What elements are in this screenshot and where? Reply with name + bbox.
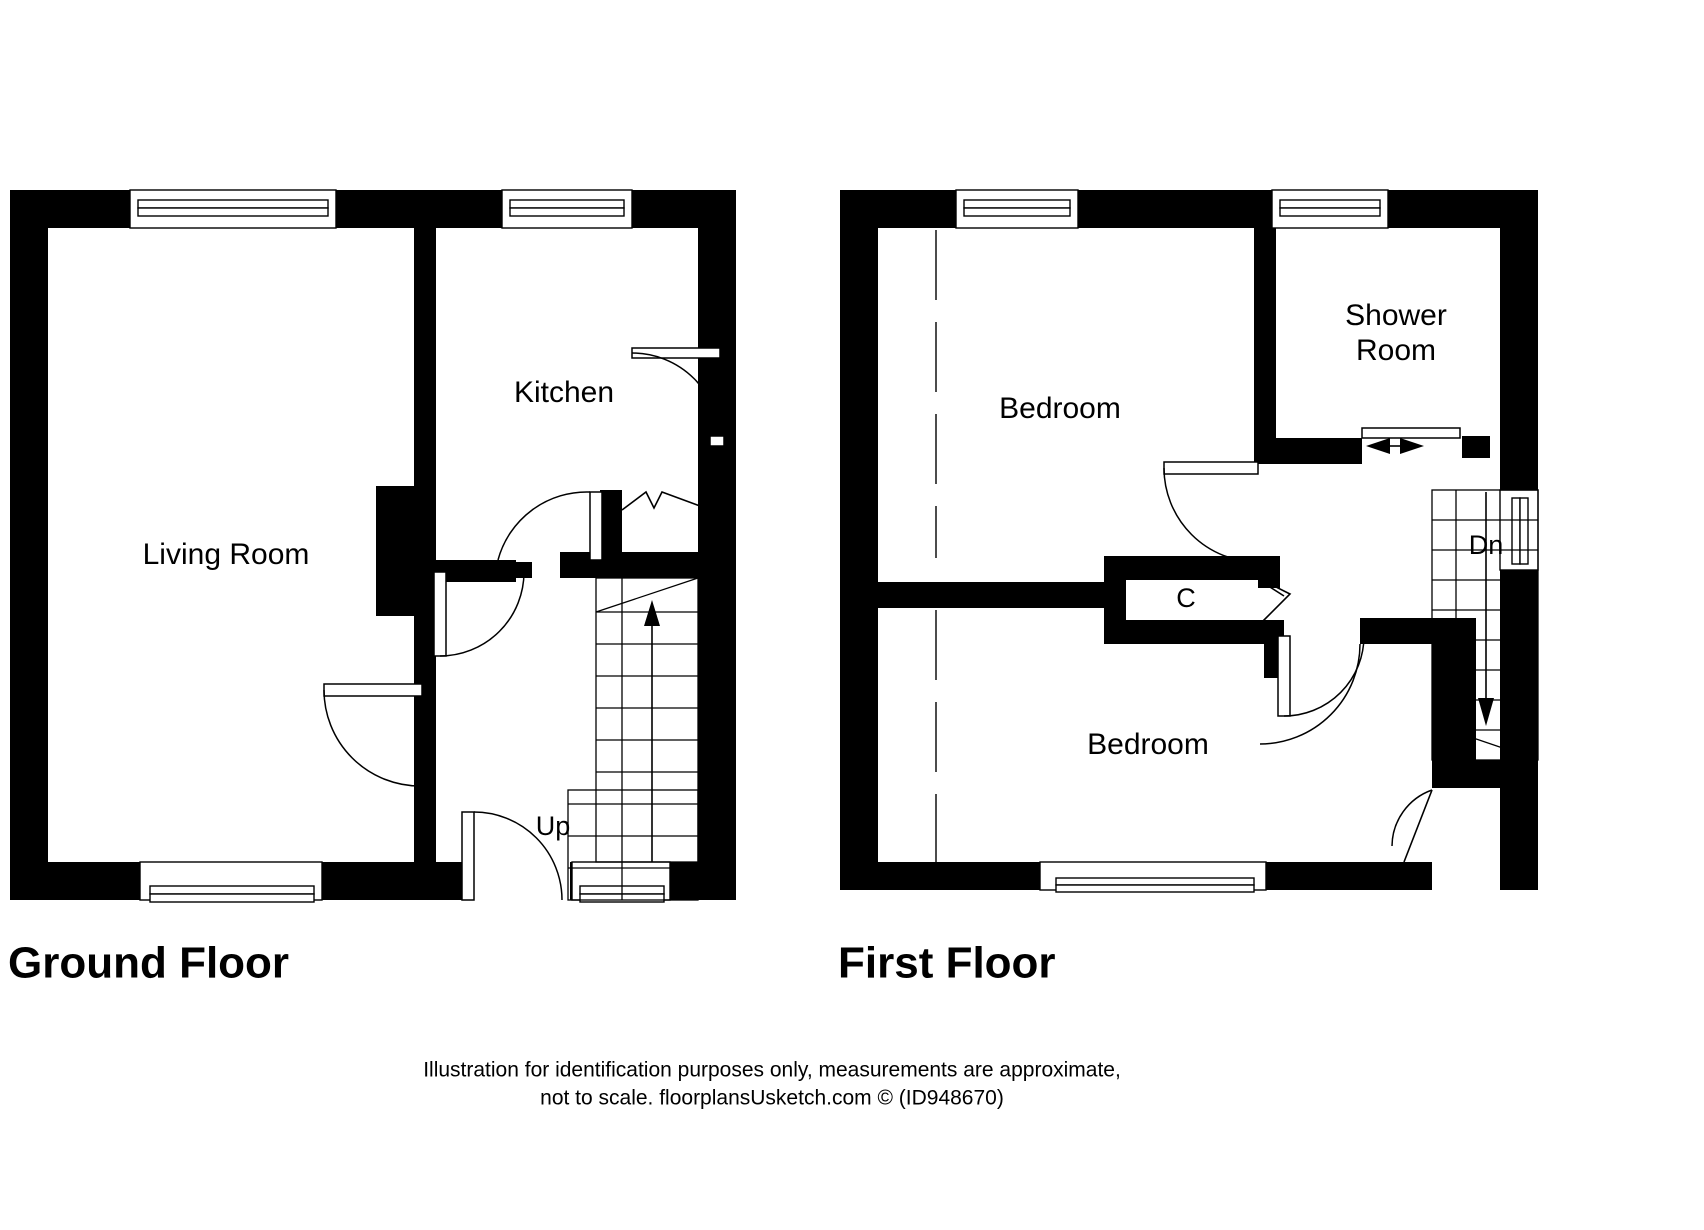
living-room-door	[433, 562, 532, 657]
shower-room-sliding-door	[1361, 427, 1490, 458]
first-floor-walls	[840, 190, 1538, 890]
first-floor-window-top-left	[955, 189, 1079, 229]
room-label-bedroom-rear: Bedroom	[1087, 728, 1209, 761]
ground-floor-staircase	[567, 577, 699, 901]
bedroom-front-door	[1163, 461, 1259, 563]
stair-direction-label-dn: Dn	[1469, 530, 1504, 560]
room-label-kitchen: Kitchen	[514, 376, 614, 409]
first-floor-window-right	[1499, 489, 1539, 571]
room-label-cupboard: C	[1176, 583, 1196, 613]
disclaimer-line-1: Illustration for identification purposes…	[423, 1059, 1121, 1082]
front-entrance-door	[461, 811, 563, 901]
ground-floor-plan: Living Room Kitchen Up Ground Floor	[8, 189, 736, 988]
disclaimer-line-2: not to scale. floorplansUsketch.com © (I…	[540, 1087, 1004, 1110]
floor-title-ground: Ground Floor	[8, 939, 289, 988]
stair-direction-label-up: Up	[536, 811, 571, 841]
cupboard-door	[1261, 579, 1292, 623]
first-floor-plan: Bedroom Bedroom Shower Room C Dn First F…	[838, 189, 1539, 988]
room-label-bedroom-front: Bedroom	[999, 392, 1121, 425]
room-label-shower-room-line1: Shower	[1345, 299, 1447, 332]
bedroom-rear-secondary-door	[1391, 789, 1433, 863]
landing-door	[1259, 643, 1361, 745]
ground-floor-window-top-left	[129, 189, 337, 229]
room-label-living-room: Living Room	[143, 538, 310, 571]
first-floor-window-top-right	[1271, 189, 1389, 229]
room-label-shower-room-line2: Room	[1356, 334, 1436, 367]
bedroom-rear-door	[1277, 635, 1365, 717]
ground-floor-walls	[10, 190, 736, 900]
ground-floor-window-top-right	[501, 189, 633, 229]
hall-rear-door	[323, 683, 423, 787]
kitchen-internal-door	[497, 491, 603, 561]
first-floor-staircase	[1431, 489, 1539, 761]
kitchen-external-door	[631, 347, 725, 447]
floor-title-first: First Floor	[838, 939, 1056, 988]
footer-disclaimer: Illustration for identification purposes…	[423, 1059, 1121, 1110]
understairs-cupboard-doors	[604, 490, 701, 511]
first-floor-window-bottom	[1039, 861, 1267, 893]
ground-floor-window-bottom-left	[139, 861, 323, 903]
